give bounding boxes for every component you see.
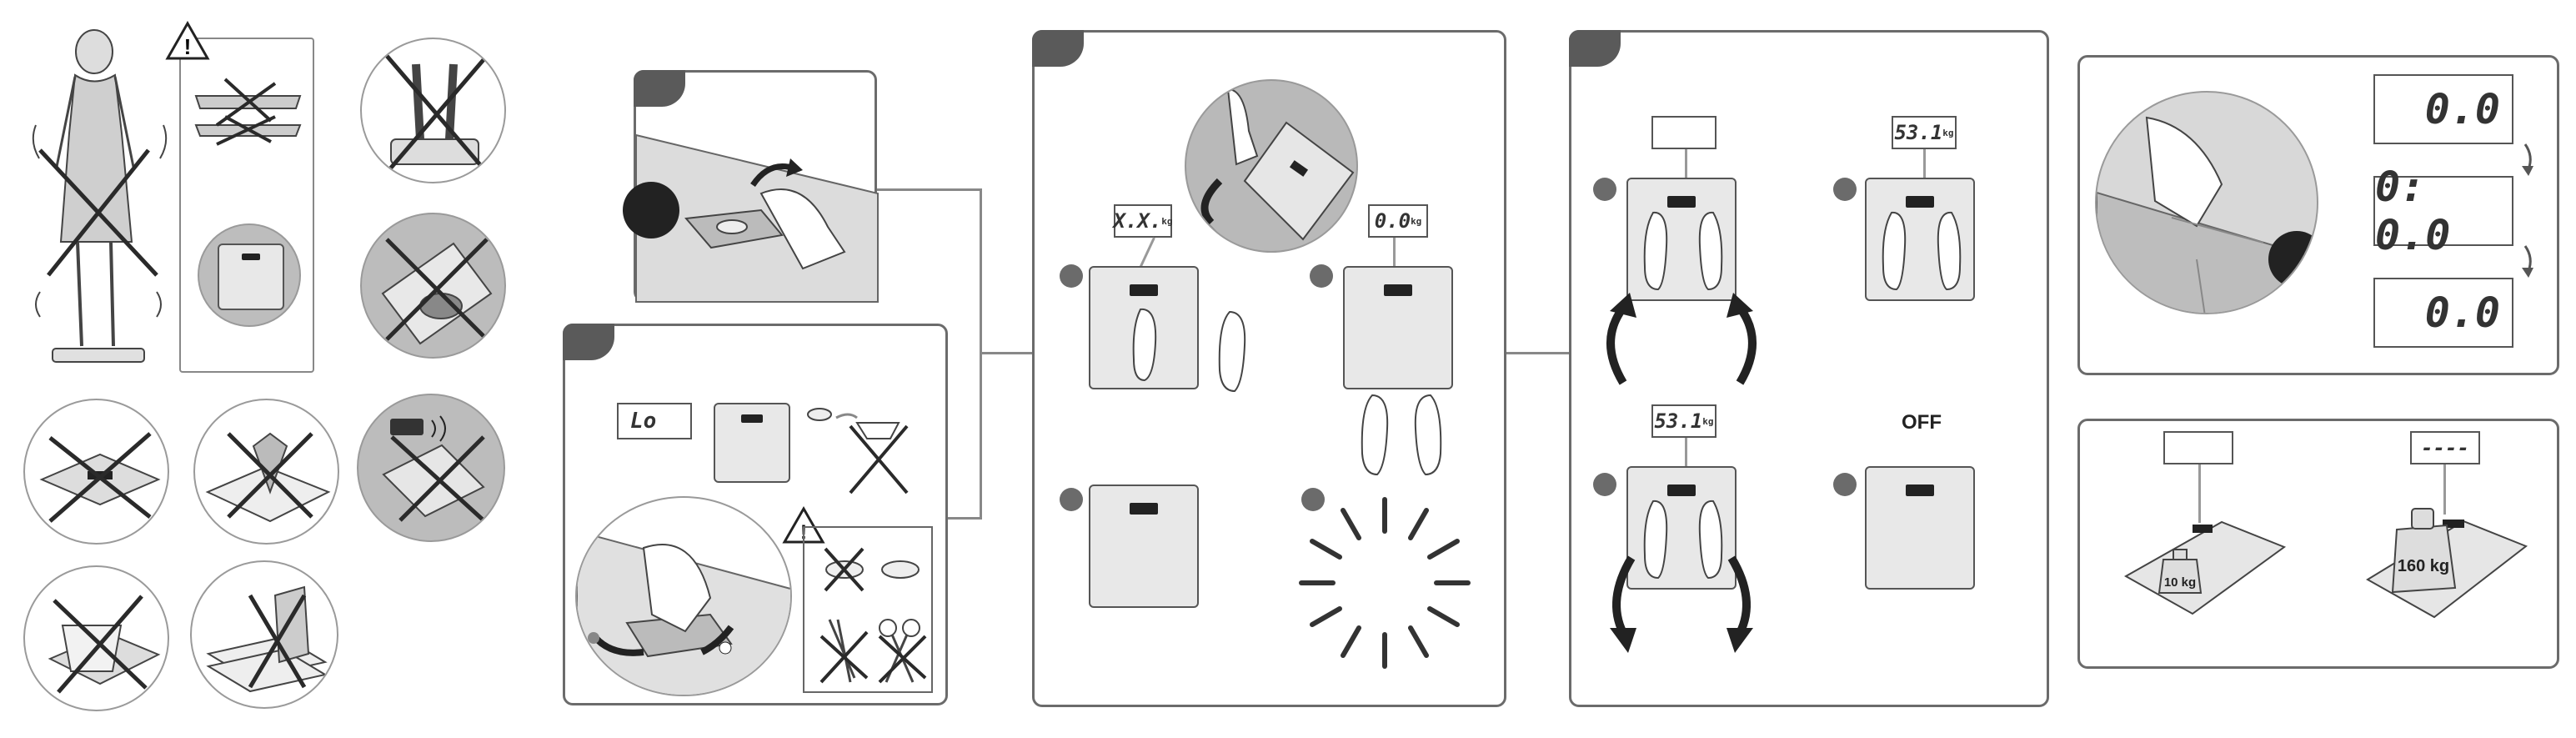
scale-stored-upright-crossed-circle: [190, 560, 338, 709]
lcd-display-1: 0.0: [2373, 74, 2513, 144]
uneven-surface-crossed-icon: [192, 71, 304, 146]
pull-battery-strip-illustration: [636, 110, 878, 302]
panel-low-battery: Lo !: [563, 324, 948, 705]
lcd-zero-value: 0.0: [1375, 209, 1411, 233]
step-tab: [1569, 30, 1621, 67]
step-off-arrows-icon: [1598, 550, 1765, 666]
tap-scale-circle: [1185, 79, 1358, 253]
scale-with-small-weight: 10 kg: [2122, 510, 2288, 626]
lcd-unit: kg: [1702, 416, 1713, 427]
connector-line: [877, 188, 981, 191]
battery-replace-circle: [575, 496, 792, 696]
lcd-value-2: 0: 0.0: [2375, 163, 2500, 259]
step-dot: [1593, 178, 1616, 201]
press-button-circle: [2095, 91, 2318, 314]
lcd-blank-display: [1651, 116, 1716, 149]
step-dot: [1310, 264, 1333, 288]
scale-measuring: [1865, 178, 1975, 301]
shaking-lines-icon: [1285, 483, 1485, 683]
woman-on-scale-illustration: [23, 25, 173, 367]
battery-dispose-illustration: [799, 401, 924, 493]
lcd-unit: kg: [1411, 216, 1421, 227]
scale-phone-interference-crossed-circle: [357, 394, 505, 542]
scale-in-water-crossed-circle: [193, 399, 339, 545]
off-label: OFF: [1902, 411, 1942, 434]
weight-small-label: 10 kg: [2164, 575, 2196, 590]
foot-outline-icon: [1211, 308, 1253, 399]
lcd-dashes-display: ----: [2410, 431, 2480, 464]
scale-overload-crossed-circle: [23, 399, 169, 545]
panel-unit-switch: 0.0 0: 0.0 0.0: [2077, 55, 2559, 375]
step-tab: [1032, 30, 1084, 67]
lcd-dashes-value: ----: [2421, 436, 2469, 459]
warning-triangle-icon: !: [165, 21, 210, 61]
lcd-blank-display: [2163, 431, 2233, 464]
wet-feet-crossed-circle: [360, 38, 506, 183]
step-tab: [634, 70, 685, 107]
feet-outline-icon: [1351, 391, 1451, 483]
arrow-down-icon: [2520, 141, 2540, 178]
scale-switched-off: [1865, 466, 1975, 590]
panel-battery-strip: [634, 70, 877, 302]
step-dot: [1060, 488, 1083, 511]
scale-ready: [1343, 266, 1453, 389]
scale-idle: [1089, 484, 1199, 608]
step-tab: [563, 324, 614, 360]
lcd-display-3: 0.0: [2373, 278, 2513, 348]
step-dot: [1593, 473, 1616, 496]
connector-line: [948, 517, 981, 520]
lcd-display-2: 0: 0.0: [2373, 176, 2513, 246]
battery-warning-box: [803, 526, 933, 693]
scale-with-foot: [1089, 266, 1199, 389]
svg-text:!: !: [184, 34, 192, 59]
arrow-down-icon: [2520, 243, 2540, 279]
lcd-xx-display: X.X.kg: [1114, 204, 1172, 238]
scale-cleaning-crossed-circle: [360, 213, 506, 359]
lcd-unit: kg: [1161, 216, 1172, 227]
panel-weight-limits: 10 kg ---- 160 kg: [2077, 419, 2559, 669]
lcd-lo-display: Lo: [617, 403, 692, 439]
lcd-unit: kg: [1942, 128, 1953, 138]
connector-line: [980, 352, 1033, 354]
lcd-531-top-value: 53.1: [1894, 121, 1942, 144]
scale-on-tile-circle: [198, 223, 301, 327]
scale-battery-low: [714, 403, 790, 483]
lcd-531-bottom-value: 53.1: [1654, 409, 1702, 433]
step-on-arrows-icon: [1598, 274, 1765, 391]
lcd-lo-value: Lo: [630, 409, 656, 434]
lcd-xx-value: X.X.: [1113, 209, 1161, 233]
lcd-value-3: 0.0: [2425, 289, 2500, 337]
step-dot: [1833, 473, 1857, 496]
lcd-value-1: 0.0: [2425, 85, 2500, 133]
weight-large-label: 160 kg: [2398, 557, 2449, 575]
scale-with-large-weight: 160 kg: [2363, 496, 2530, 630]
step-dot: [1060, 264, 1083, 288]
scale-carry-basket-crossed-circle: [23, 565, 169, 711]
connector-line: [1506, 352, 1570, 354]
step-dot: [1833, 178, 1857, 201]
